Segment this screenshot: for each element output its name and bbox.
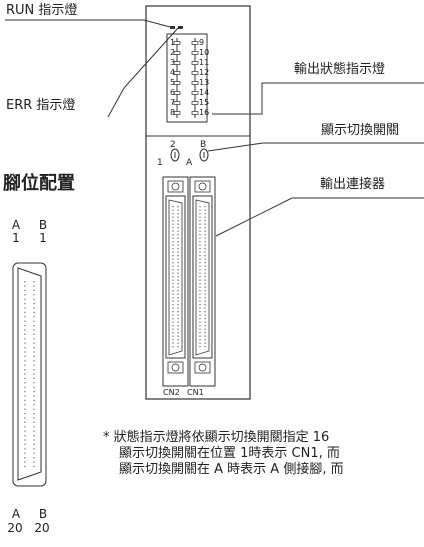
led-number-right: 11	[199, 58, 210, 67]
led-tick-left	[173, 81, 181, 85]
footnote-line-3: 顯示切換開關在 A 時表示 A 側接腳, 而	[119, 462, 344, 477]
label-status-led: 輸出狀態指示燈	[294, 62, 386, 77]
led-ticks	[173, 41, 199, 115]
pin-bottom-b: 20	[34, 521, 50, 535]
led-number-left: 4	[170, 68, 176, 77]
led-tick-right	[191, 51, 199, 55]
led-number-right: 16	[199, 108, 210, 117]
connector-cn2	[162, 176, 189, 387]
switch-right-bottom: A	[186, 158, 193, 168]
pin-top-b: 1	[39, 231, 47, 245]
pin-col-a: A	[11, 218, 21, 232]
label-run-led: RUN 指示燈	[6, 3, 78, 18]
led-number-right: 12	[199, 68, 210, 77]
connector-pins	[172, 206, 206, 349]
led-number-left: 2	[170, 48, 176, 57]
pin-top-a: 1	[12, 231, 20, 245]
led-window	[166, 33, 208, 123]
label-display-switch: 顯示切換開關	[321, 123, 400, 138]
led-number-left: 6	[170, 88, 176, 97]
pin-col-b: B	[38, 218, 48, 232]
led-tick-right	[191, 61, 199, 65]
led-number-left: 5	[170, 78, 176, 87]
pin-bottom-col-b: B	[38, 507, 48, 521]
leader-connector	[215, 197, 424, 237]
led-tick-right	[191, 71, 199, 75]
led-number-right: 15	[199, 98, 210, 107]
footnote-line-2: 顯示切換開關在位置 1時表示 CN1, 而	[119, 446, 340, 461]
label-cn1: CN1	[187, 388, 204, 397]
led-number-right: 10	[199, 48, 210, 57]
err-led	[178, 26, 183, 29]
label-err-led: ERR 指示燈	[6, 98, 76, 113]
led-number-left: 3	[170, 58, 176, 67]
led-tick-left	[173, 71, 181, 75]
pin-bottom-col-a: A	[11, 507, 21, 521]
layout-pins	[24, 281, 35, 468]
leader-status	[212, 82, 424, 115]
switch-left-bottom: 1	[157, 158, 163, 168]
led-tick-left	[173, 111, 181, 115]
led-number-right: 14	[199, 88, 210, 97]
led-tick-left	[173, 41, 181, 45]
led-number-left: 7	[170, 98, 176, 107]
pin-layout-title: 腳位配置	[3, 173, 75, 194]
led-tick-right	[191, 91, 199, 95]
label-output-connector: 輸出連接器	[320, 177, 386, 192]
led-number-right: 13	[199, 78, 210, 87]
leader-err	[107, 27, 179, 118]
pin-bottom-a: 20	[7, 521, 23, 535]
leader-switch	[207, 142, 424, 152]
led-tick-left	[173, 51, 181, 55]
led-tick-left	[173, 61, 181, 65]
footnote: * 狀態指示燈將依顯示切換開關指定 16 顯示切換開關在位置 1時表示 CN1,…	[103, 430, 344, 478]
led-number-left: 8	[170, 108, 176, 117]
switch-right	[199, 148, 209, 162]
led-tick-left	[173, 101, 181, 105]
switch-left	[170, 148, 180, 162]
switch-right-top: B	[200, 140, 207, 150]
run-led	[170, 26, 175, 29]
label-cn2: CN2	[163, 388, 180, 397]
led-tick-right	[191, 81, 199, 85]
led-tick-right	[191, 101, 199, 105]
leader-run	[5, 19, 171, 28]
led-tick-left	[173, 91, 181, 95]
led-number-left: 1	[170, 38, 176, 47]
led-number-right: 9	[199, 38, 205, 47]
led-tick-right	[191, 111, 199, 115]
connector-cn1	[189, 176, 216, 387]
led-tick-right	[191, 41, 199, 45]
footnote-line-1: * 狀態指示燈將依顯示切換開關指定 16	[103, 430, 330, 445]
switch-left-top: 2	[170, 140, 176, 150]
pin-layout-connector	[12, 262, 47, 487]
